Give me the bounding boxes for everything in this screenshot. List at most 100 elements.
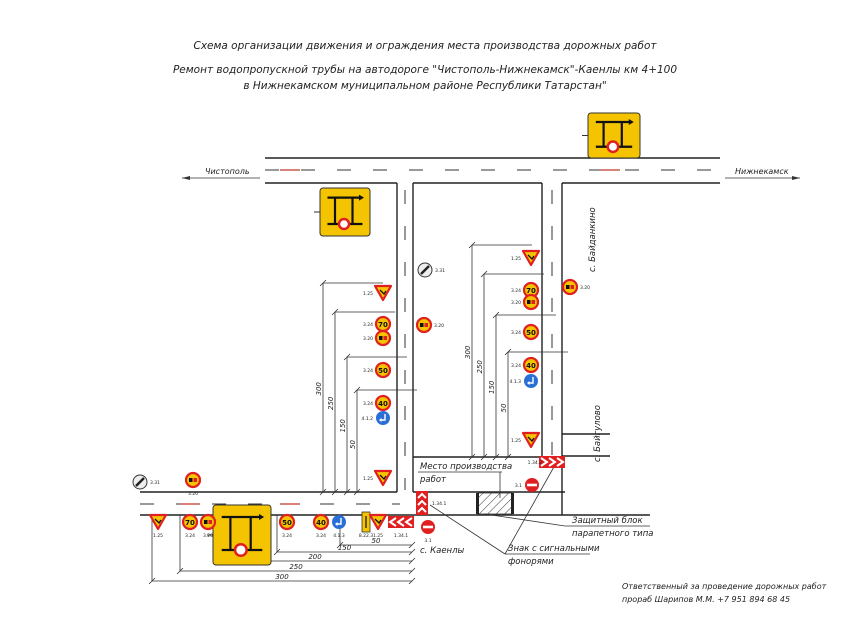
place-village-north: с. Байданкино <box>588 207 598 272</box>
sign-plate-8-22-3: 8.22.3 <box>359 511 373 539</box>
title-line-1: Схема организации движения и ограждения … <box>193 40 657 52</box>
svg-text:50: 50 <box>500 403 508 412</box>
sign-chevron-vertical-1-34-1: 1.34.1 <box>416 491 446 515</box>
sign-no-entry-3-1: 3.1 <box>515 478 539 492</box>
direction-east: Нижнекамск <box>725 167 800 180</box>
sign-roadworks-1-25: 1.25 <box>148 513 168 539</box>
svg-text:40: 40 <box>526 362 536 370</box>
sign-code: 3.20 <box>363 336 373 342</box>
no-overtaking-icon <box>374 329 392 347</box>
sign-no-overtaking-3-20: 3.20 <box>415 316 444 334</box>
sign-code: 3.20 <box>434 323 444 329</box>
detour-arrow-icon <box>332 515 346 529</box>
dimension-right-2: 150 <box>488 311 556 461</box>
work-site <box>476 492 514 515</box>
no-overtaking-icon <box>199 513 217 531</box>
detour-scheme-signs <box>207 112 641 566</box>
sign-detour-4-1-3: 4.1.3 <box>510 374 538 388</box>
sign-code: 3.24 <box>511 288 521 294</box>
sign-code: 1.25 <box>363 291 373 297</box>
dimension-bottom-3: 150 <box>273 515 416 556</box>
sign-roadworks-1-25: 1.25 <box>511 249 541 267</box>
sign-code: 1.25 <box>153 533 163 539</box>
sign-code: 3.20 <box>188 491 198 497</box>
main-road <box>265 157 720 184</box>
sign-code: 1.25 <box>511 256 521 262</box>
sign-code: 4.1.2 <box>362 416 374 422</box>
chevron-icon <box>539 456 565 468</box>
road-signs: 1.25703.243.20503.24403.244.1.21.253.313… <box>132 249 590 544</box>
direction-west: Чистополь <box>182 167 260 180</box>
dimension-bottom-0: 300 <box>148 515 416 585</box>
left-detour-road <box>396 183 414 492</box>
sign-speed-limit-3-24: 703.24 <box>363 315 392 333</box>
sign-detour-4-1-3: 4.1.3 <box>332 515 346 539</box>
sign-no-overtaking-3-20: 3.20 <box>184 471 202 497</box>
sign-code: 1.25 <box>511 438 521 444</box>
svg-text:Знак с сигнальными: Знак с сигнальными <box>508 544 600 554</box>
svg-text:50: 50 <box>349 440 357 449</box>
barrier-block <box>511 493 514 514</box>
sign-code: 1.34.1 <box>394 533 408 539</box>
sign-detour-4-1-2: 4.1.2 <box>362 411 390 425</box>
sign-no-entry-3-1: 3.1 <box>421 520 435 544</box>
sign-code: 1.34.1 <box>432 501 446 507</box>
speed-limit-icon <box>522 356 540 374</box>
detour-scheme-sign-north <box>582 112 641 159</box>
svg-text:70: 70 <box>378 321 388 329</box>
responsible-line-2: прораб Шарипов М.М. +7 951 894 68 45 <box>622 595 790 604</box>
sign-code: 4.1.3 <box>333 533 345 539</box>
speed-limit-icon <box>278 513 296 531</box>
sign-code: 3.24 <box>316 533 326 539</box>
sign-speed-limit-3-24: 503.24 <box>278 513 296 539</box>
sign-code: 3.31 <box>150 480 160 486</box>
sign-speed-limit-3-24: 703.24 <box>181 513 199 539</box>
sign-code: 8.22.3 <box>359 533 373 539</box>
callout-signal-lights: Знак с сигнальными фонорями <box>429 464 600 567</box>
sign-code: 4.1.3 <box>510 379 522 385</box>
detour-arrow-icon <box>524 374 538 388</box>
dimension-right-3: 50 <box>500 348 568 461</box>
sign-code: 3.31 <box>435 268 445 274</box>
sign-code: 3.24 <box>511 363 521 369</box>
svg-text:70: 70 <box>185 519 195 527</box>
sign-end-restrictions-3-31: 3.31 <box>417 262 445 278</box>
dimension-right-1: 250 <box>476 270 544 461</box>
speed-limit-icon <box>181 513 199 531</box>
detour-scheme-sign-south <box>207 504 272 566</box>
no-overtaking-icon <box>415 316 433 334</box>
svg-text:150: 150 <box>488 380 496 394</box>
dimension-left-2: 150 <box>339 353 407 496</box>
svg-text:работ: работ <box>419 475 447 485</box>
svg-text:250: 250 <box>476 360 484 374</box>
sign-code: 3.20 <box>580 285 590 291</box>
sign-speed-limit-3-24: 403.24 <box>511 356 540 374</box>
svg-text:50: 50 <box>372 537 381 545</box>
sign-code: 3.24 <box>511 330 521 336</box>
sign-roadworks-1-25: 1.25 <box>511 431 541 449</box>
sign-chevron-1-34-1: 1.34.1 <box>388 516 414 539</box>
svg-text:50: 50 <box>378 367 388 375</box>
sign-end-restrictions-3-31: 3.31 <box>132 474 160 490</box>
dimension-right-0: 300 <box>464 241 532 461</box>
sign-code: 3.24 <box>363 401 373 407</box>
sign-speed-limit-3-24: 403.24 <box>363 394 392 412</box>
dimension-left-1: 250 <box>327 308 395 496</box>
detour-arrow-icon <box>376 411 390 425</box>
svg-text:300: 300 <box>315 382 323 396</box>
no-overtaking-icon <box>561 278 579 296</box>
sign-code: 3.24 <box>363 368 373 374</box>
chevron-icon <box>388 516 414 528</box>
svg-text:50: 50 <box>282 519 292 527</box>
svg-text:фонорями: фонорями <box>508 557 554 567</box>
speed-limit-icon <box>312 513 330 531</box>
dimension-left-0: 300 <box>315 279 383 496</box>
svg-text:50: 50 <box>526 329 536 337</box>
responsible-line-1: Ответственный за проведение дорожных раб… <box>622 582 827 591</box>
svg-text:Место производства: Место производства <box>420 462 512 472</box>
sign-code: 3.20 <box>203 533 213 539</box>
no-overtaking-icon <box>522 293 540 311</box>
sign-code: 1.25 <box>373 533 383 539</box>
svg-text:40: 40 <box>378 400 388 408</box>
